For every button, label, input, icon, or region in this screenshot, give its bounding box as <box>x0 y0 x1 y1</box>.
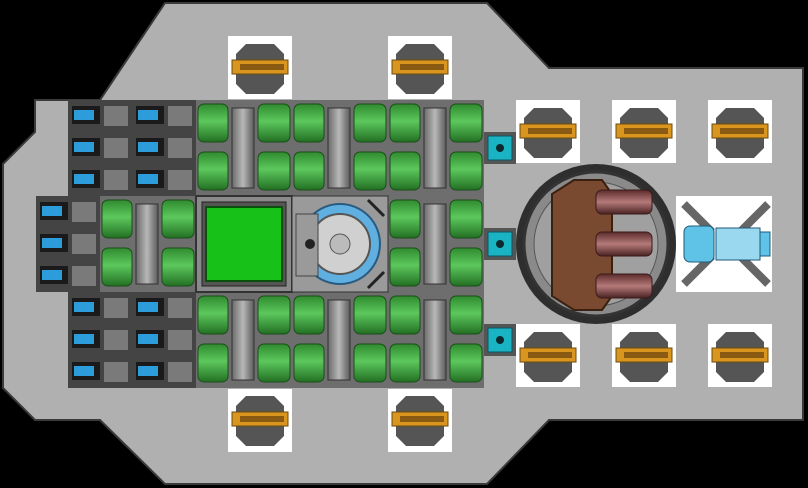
battery[interactable] <box>132 164 196 196</box>
battery[interactable] <box>132 292 196 324</box>
battery[interactable] <box>68 324 132 356</box>
fuel-tank[interactable] <box>100 196 196 292</box>
battery[interactable] <box>36 196 100 228</box>
connector-bottom[interactable] <box>484 324 516 356</box>
battery[interactable] <box>68 100 132 132</box>
connector-top[interactable] <box>484 132 516 164</box>
battery[interactable] <box>68 292 132 324</box>
battery-bank <box>36 100 196 388</box>
turret-right-top-1[interactable] <box>516 100 580 163</box>
battery[interactable] <box>68 132 132 164</box>
battery[interactable] <box>36 228 100 260</box>
battery[interactable] <box>132 356 196 388</box>
turret-right-top-2[interactable] <box>612 100 676 163</box>
main-cannon[interactable] <box>516 164 676 324</box>
turret-top-2[interactable] <box>388 36 452 99</box>
turret-right-bottom-3[interactable] <box>708 324 772 387</box>
fuel-tank[interactable] <box>388 100 484 196</box>
fuel-tank[interactable] <box>292 292 388 388</box>
fuel-tank-grid <box>100 100 484 388</box>
turret-bottom-2[interactable] <box>388 389 452 452</box>
reactor-core[interactable] <box>291 195 389 293</box>
turret-right-bottom-1[interactable] <box>516 324 580 387</box>
engine[interactable] <box>676 196 772 292</box>
battery[interactable] <box>68 356 132 388</box>
battery[interactable] <box>132 324 196 356</box>
cockpit[interactable] <box>195 195 293 293</box>
fuel-tank[interactable] <box>196 100 292 196</box>
fuel-tank[interactable] <box>196 292 292 388</box>
battery[interactable] <box>36 260 100 292</box>
fuel-tank[interactable] <box>292 100 388 196</box>
turret-right-bottom-2[interactable] <box>612 324 676 387</box>
battery[interactable] <box>68 164 132 196</box>
battery[interactable] <box>132 100 196 132</box>
turret-top-1[interactable] <box>228 36 292 99</box>
battery[interactable] <box>132 132 196 164</box>
fuel-tank[interactable] <box>388 196 484 292</box>
turret-bottom-1[interactable] <box>228 389 292 452</box>
turret-right-top-3[interactable] <box>708 100 772 163</box>
fuel-tank[interactable] <box>388 292 484 388</box>
cockpit-screen <box>205 206 283 282</box>
connector-middle[interactable] <box>484 228 516 260</box>
